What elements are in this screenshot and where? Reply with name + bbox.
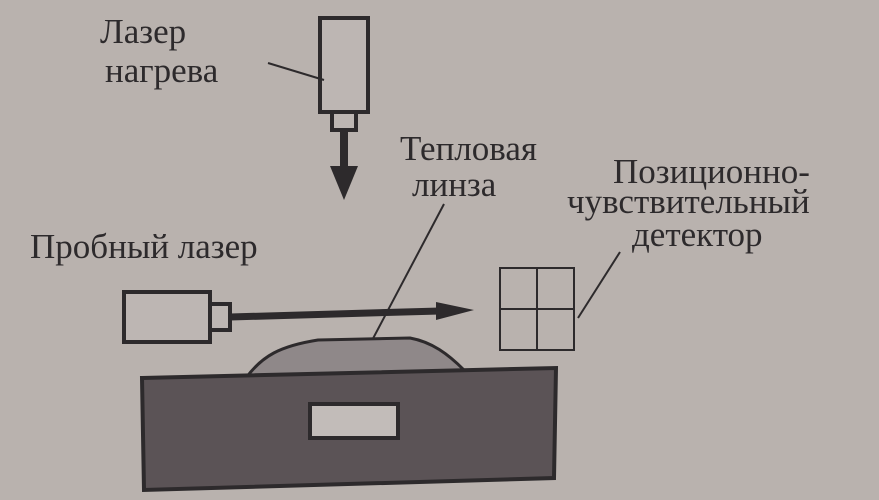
- sample-block: [139, 365, 559, 493]
- probe-laser: [122, 290, 474, 344]
- position-detector-leader-line: [577, 251, 621, 319]
- heating-laser-leader-line: [267, 62, 325, 81]
- heating-laser-body: [318, 16, 370, 114]
- position-detector-label-line-2: чувствительный: [567, 182, 810, 221]
- heating-laser-label-line-2: нагрева: [105, 51, 219, 90]
- thermal-lens-label: Тепловая линза: [367, 129, 537, 349]
- quadrant-grid-icon: [499, 267, 575, 351]
- probe-laser-nozzle: [208, 302, 232, 332]
- sample-window: [308, 402, 400, 440]
- heating-laser: [318, 16, 370, 200]
- position-detector-label: Позиционно- чувствительный детектор: [567, 152, 810, 319]
- heating-laser-label-line-1: Лазер: [100, 12, 186, 51]
- probe-laser-label: Пробный лазер: [30, 227, 258, 266]
- position-detector-label-line-3: детектор: [632, 215, 763, 254]
- thermal-lens-leader-line: [367, 203, 445, 349]
- arrow-down-icon: [330, 166, 358, 200]
- arrow-right-icon: [436, 302, 474, 320]
- position-detector-label-line-1: Позиционно-: [613, 152, 810, 191]
- thermal-lens-label-line-2: линза: [412, 165, 497, 204]
- probe-beam: [229, 307, 441, 321]
- thermal-lens-label-line-1: Тепловая: [400, 129, 537, 168]
- probe-laser-body: [122, 290, 212, 344]
- heating-laser-label: Лазер нагрева: [100, 12, 325, 90]
- heating-laser-nozzle: [330, 110, 358, 132]
- thermal-lens-bulge: [243, 336, 466, 380]
